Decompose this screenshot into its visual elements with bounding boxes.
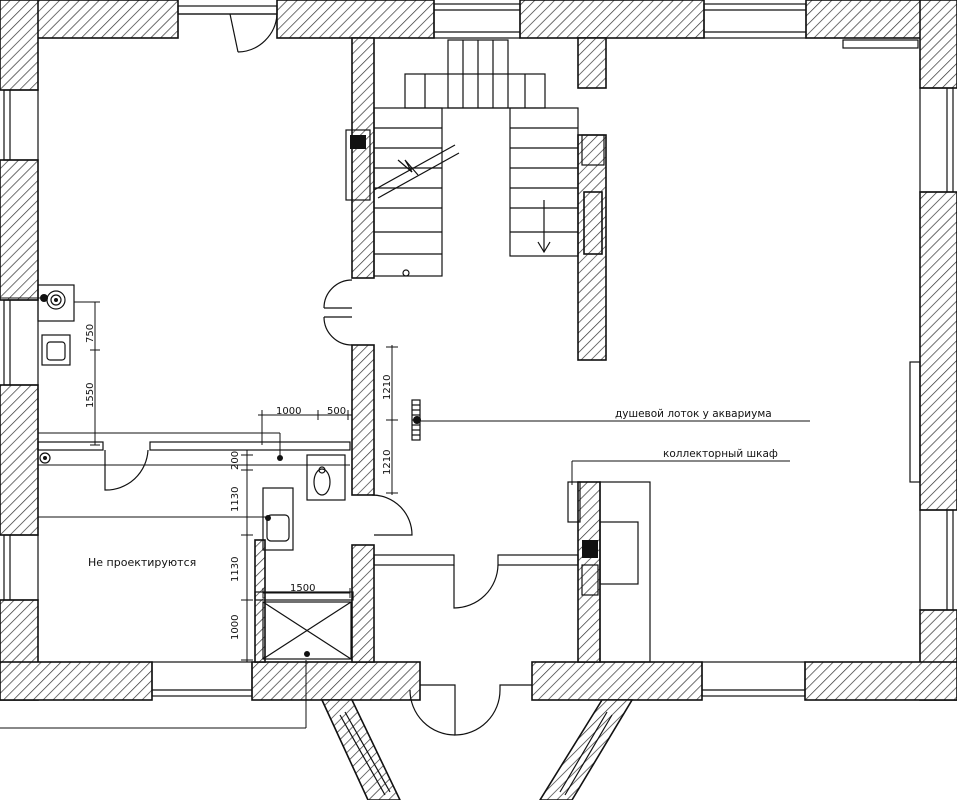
wall-stair-left bbox=[351, 37, 375, 279]
boiler-icon bbox=[37, 284, 75, 322]
sink-icon-bath bbox=[262, 487, 294, 551]
shower-channel-label: душевой лоток у аквариума bbox=[615, 408, 772, 420]
wall-bath-left bbox=[254, 539, 266, 663]
manifold-cabinet-icon bbox=[567, 481, 651, 663]
doors bbox=[104, 13, 532, 736]
wall-bottom-1 bbox=[0, 661, 153, 701]
sink-icon-left bbox=[41, 334, 71, 366]
wall-bottom-3 bbox=[531, 661, 703, 701]
wall-left-3 bbox=[0, 384, 39, 536]
toilet-icon bbox=[306, 454, 346, 501]
dim-1210-lower: 1210 bbox=[382, 450, 393, 475]
dim-1000-left: 1000 bbox=[230, 615, 241, 640]
shower-icon bbox=[262, 601, 352, 660]
not-designed-label: Не проектируются bbox=[88, 556, 196, 569]
wall-top-mid bbox=[276, 0, 435, 39]
interior-walls bbox=[37, 37, 607, 663]
dim-1500: 1500 bbox=[290, 583, 315, 594]
wall-top-center bbox=[519, 0, 705, 39]
wall-right-1 bbox=[919, 0, 957, 89]
wall-stair-right-top bbox=[577, 37, 607, 89]
wall-right-2 bbox=[919, 191, 957, 511]
staircase bbox=[345, 39, 605, 277]
dim-1210-upper: 1210 bbox=[382, 375, 393, 400]
dim-200: 200 bbox=[230, 451, 241, 470]
wall-manifold bbox=[577, 481, 601, 663]
manifold-cabinet-label: коллекторный шкаф bbox=[663, 448, 778, 460]
wall-hall-left-lower bbox=[351, 544, 375, 663]
wall-left-2 bbox=[0, 159, 39, 301]
wall-bottom-4 bbox=[804, 661, 957, 701]
wall-bottom-2 bbox=[251, 661, 421, 701]
dim-1130-upper: 1130 bbox=[230, 487, 241, 512]
dimension-lines bbox=[0, 297, 810, 729]
bay-window bbox=[320, 699, 634, 800]
dim-1550: 1550 bbox=[85, 383, 96, 408]
labels: душевой лоток у аквариума коллекторный ш… bbox=[85, 324, 778, 640]
dim-500: 500 bbox=[327, 406, 346, 417]
windows bbox=[3, 3, 954, 697]
wall-left-1 bbox=[0, 0, 39, 91]
dim-750: 750 bbox=[85, 324, 96, 343]
wall-hall-left bbox=[351, 344, 375, 496]
floor-drain-icon bbox=[39, 452, 51, 464]
shower-channel-icon bbox=[411, 399, 421, 441]
dim-1000-top: 1000 bbox=[276, 406, 301, 417]
fixtures bbox=[37, 284, 651, 663]
dim-1130-lower: 1130 bbox=[230, 557, 241, 582]
